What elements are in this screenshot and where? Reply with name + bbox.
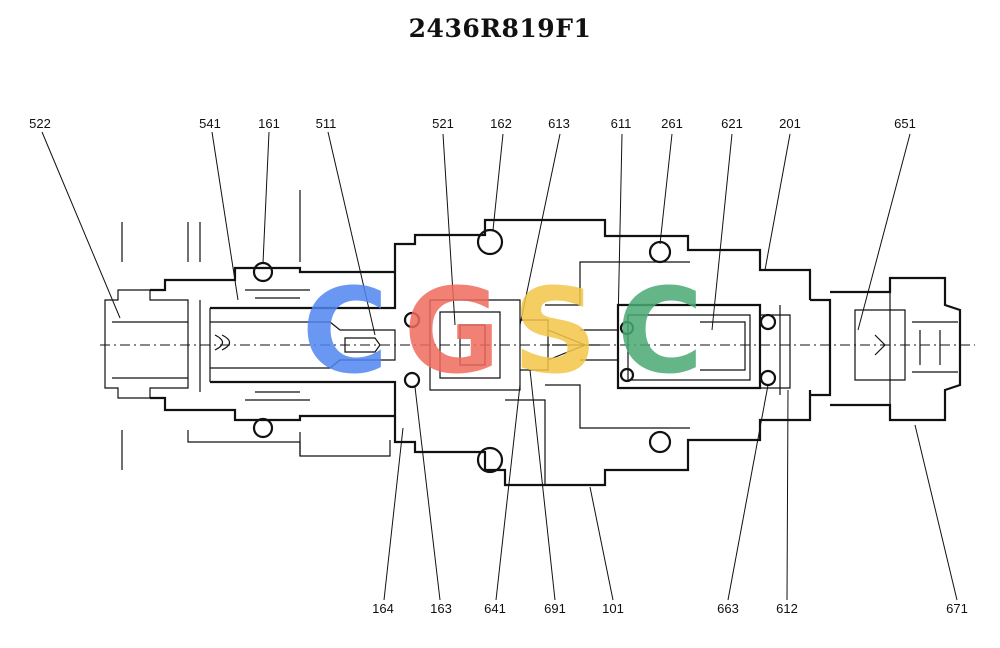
label-top-611: 611: [611, 116, 632, 131]
label-top-161: 161: [258, 116, 280, 131]
diagram-title: 2436R819F1: [408, 14, 592, 43]
left-cap: [104, 222, 189, 470]
top-callouts: 522 541 161 511 521 162 613 611 261 621 201 651: [29, 116, 916, 131]
label-top-541: 541: [199, 116, 221, 131]
label-top-511: 511: [316, 116, 337, 131]
bottom-callouts: 164 163 641 691 101 663 612 671: [372, 601, 968, 616]
label-top-201: 201: [779, 116, 801, 131]
label-top-651: 651: [894, 116, 916, 131]
leader-lines: [41, 131, 958, 601]
label-top-613: 613: [548, 116, 570, 131]
label-top-162: 162: [490, 116, 512, 131]
label-bottom-641: 641: [484, 601, 506, 616]
central-body: [393, 218, 812, 487]
spool: [210, 321, 396, 369]
label-bottom-691: 691: [544, 601, 566, 616]
label-bottom-671: 671: [946, 601, 968, 616]
watermark-letter: C: [302, 262, 389, 400]
watermark-letter: C: [617, 262, 704, 400]
label-bottom-163: 163: [430, 601, 452, 616]
right-plug: [810, 276, 962, 422]
watermark-letter: S: [513, 262, 598, 400]
label-top-521: 521: [432, 116, 454, 131]
piston-assembly: [580, 303, 791, 395]
label-top-261: 261: [661, 116, 683, 131]
label-bottom-101: 101: [602, 601, 624, 616]
label-top-621: 621: [721, 116, 743, 131]
watermark-letter: G: [404, 262, 501, 400]
label-top-522: 522: [29, 116, 51, 131]
label-bottom-612: 612: [776, 601, 798, 616]
label-bottom-663: 663: [717, 601, 739, 616]
label-bottom-164: 164: [372, 601, 394, 616]
